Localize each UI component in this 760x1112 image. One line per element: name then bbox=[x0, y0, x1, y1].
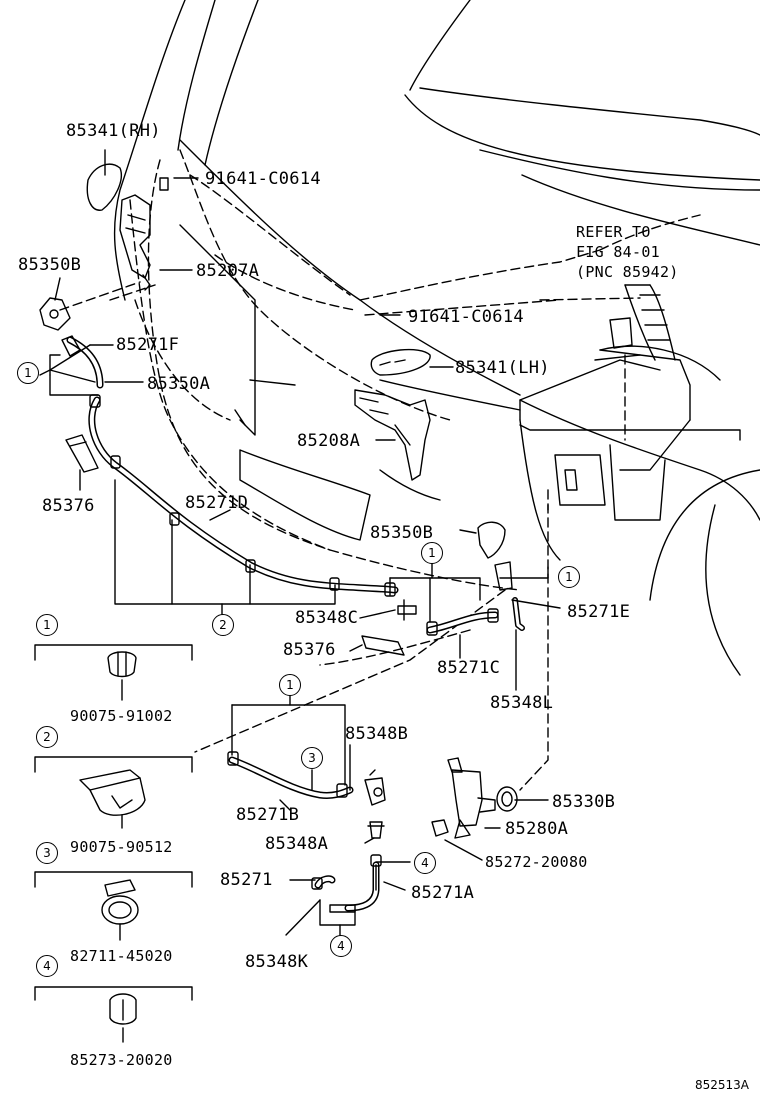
refer-to-line1: REFER TO bbox=[576, 223, 651, 241]
label-85330b: 85330B bbox=[552, 792, 616, 812]
label-85271c: 85271C bbox=[437, 658, 501, 678]
washer-hose-85350a bbox=[66, 336, 104, 389]
refer-to-line3: (PNC 85942) bbox=[576, 263, 679, 281]
label-85271d: 85271D bbox=[185, 493, 249, 513]
nozzle-85207a bbox=[119, 177, 169, 291]
connector-85348b bbox=[364, 769, 386, 806]
check-valve-85350b-lower bbox=[477, 521, 506, 559]
marker-1: 1 bbox=[558, 566, 580, 588]
hidden-outline-dashed bbox=[59, 149, 701, 791]
label-85341-lh: 85341(LH) bbox=[455, 358, 550, 378]
legend-marker-4: 4 bbox=[36, 955, 58, 977]
headlamp-cleaner-cover-85341-rh bbox=[86, 163, 122, 211]
legend-marker-1: 1 bbox=[36, 614, 58, 636]
marker-2: 2 bbox=[212, 614, 234, 636]
washer-hose-85271c bbox=[426, 611, 499, 634]
diagram-code: 852513A bbox=[695, 1078, 750, 1092]
legend-label-85273-20020: 85273-20020 bbox=[70, 1051, 173, 1069]
label-85350a: 85350A bbox=[147, 374, 211, 394]
label-85348b: 85348B bbox=[345, 724, 409, 744]
pump-85280a bbox=[447, 757, 496, 839]
marker-4: 4 bbox=[414, 852, 436, 874]
label-85271a: 85271A bbox=[411, 883, 475, 903]
label-85280a: 85280A bbox=[505, 819, 569, 839]
label-85271: 85271 bbox=[220, 870, 273, 890]
washer-hose-85271b bbox=[228, 756, 354, 799]
label-85348a: 85348A bbox=[265, 834, 329, 854]
legend-marker-2: 2 bbox=[36, 726, 58, 748]
label-85348l: 85348L bbox=[490, 693, 554, 713]
connector-85271f bbox=[61, 335, 81, 357]
marker-1: 1 bbox=[17, 362, 39, 384]
label-91641-c0614-lower: 91641-C0614 bbox=[408, 307, 524, 327]
label-85376-upper: 85376 bbox=[42, 496, 95, 516]
clamp-85272-20080 bbox=[431, 819, 449, 837]
label-91641-c0614-upper: 91641-C0614 bbox=[205, 169, 321, 189]
leader-lines bbox=[54, 149, 561, 936]
washer-hose-85271a bbox=[344, 861, 380, 912]
clip-85376-lower bbox=[361, 635, 405, 656]
connector-85348a bbox=[367, 821, 385, 839]
legend-dividers bbox=[34, 644, 193, 1001]
marker-3: 3 bbox=[301, 747, 323, 769]
label-85271f: 85271F bbox=[116, 335, 180, 355]
washer-hose-85271 bbox=[314, 875, 336, 889]
legend-clip-3 bbox=[101, 879, 139, 941]
check-valve-85350b-upper bbox=[39, 297, 71, 331]
connector-85271e bbox=[494, 561, 513, 591]
legend-clip-4 bbox=[109, 993, 137, 1043]
legend-marker-3: 3 bbox=[36, 842, 58, 864]
label-85350b-upper: 85350B bbox=[18, 255, 82, 275]
clip-85376-upper bbox=[65, 434, 99, 473]
marker-1: 1 bbox=[279, 674, 301, 696]
washer-hose-85271d bbox=[88, 396, 399, 594]
legend-clip-2 bbox=[79, 769, 146, 829]
nozzle-85208a bbox=[354, 389, 431, 481]
connector-85348c bbox=[397, 599, 417, 621]
vehicle-body-outline bbox=[113, 0, 760, 676]
refer-to-line2: FIG 84-01 bbox=[576, 243, 660, 261]
washer-hose-85348l bbox=[512, 597, 525, 631]
label-85207a: 85207A bbox=[196, 261, 260, 281]
legend-label-90075-91002: 90075-91002 bbox=[70, 707, 173, 725]
label-85271e: 85271E bbox=[567, 602, 631, 622]
label-85350b-lower: 85350B bbox=[370, 523, 434, 543]
label-85208a: 85208A bbox=[297, 431, 361, 451]
group-brackets bbox=[39, 344, 549, 936]
label-85348c: 85348C bbox=[295, 608, 359, 628]
label-85348k: 85348K bbox=[245, 952, 309, 972]
headlamp-cleaner-cover-85341-lh bbox=[370, 348, 431, 376]
marker-4: 4 bbox=[330, 935, 352, 957]
legend-clip-1 bbox=[107, 651, 137, 701]
legend-label-82711-45020: 82711-45020 bbox=[70, 947, 173, 965]
label-85272-20080: 85272-20080 bbox=[485, 853, 588, 871]
marker-1: 1 bbox=[421, 542, 443, 564]
label-85341-rh: 85341(RH) bbox=[66, 121, 161, 141]
label-85271b: 85271B bbox=[236, 805, 300, 825]
legend-label-90075-90512: 90075-90512 bbox=[70, 838, 173, 856]
label-85376-lower: 85376 bbox=[283, 640, 336, 660]
grommet-85330b bbox=[496, 786, 518, 812]
